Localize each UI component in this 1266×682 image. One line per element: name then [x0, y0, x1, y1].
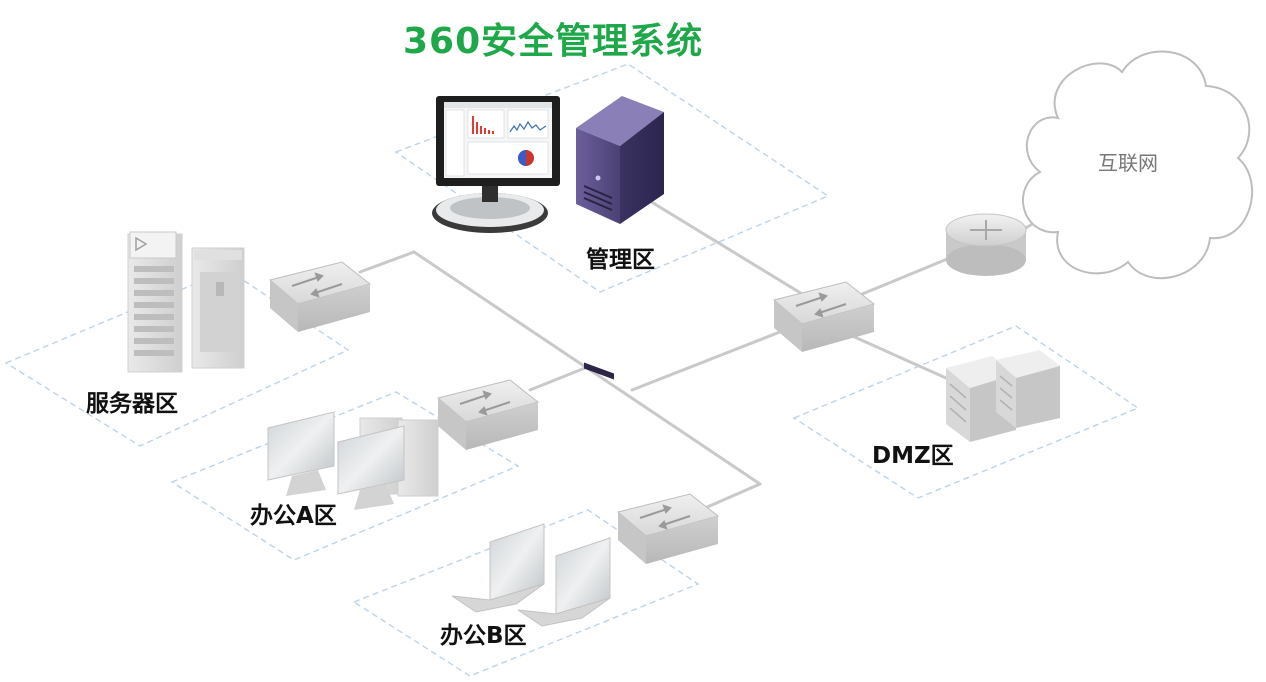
link-switch-b-trunk	[528, 364, 592, 392]
switch-office-b	[616, 493, 720, 564]
management-zone-outline	[394, 63, 830, 293]
office-b-zone-outline	[352, 509, 700, 677]
rack-server-icon	[127, 231, 183, 373]
tower-server-icon	[191, 247, 245, 369]
switch-office-a	[436, 379, 540, 450]
office-b-zone-label: 办公B区	[440, 623, 527, 649]
office-b-laptop-2-icon	[517, 537, 611, 627]
management-monitor-icon	[432, 96, 560, 233]
link-switch-c-trunk	[703, 482, 762, 510]
page-title: 360安全管理系统	[403, 21, 704, 62]
link-core-router	[853, 255, 954, 299]
dmz-zone-outline	[792, 325, 1140, 499]
link-switch-a-top	[358, 250, 416, 274]
router-icon	[945, 213, 1027, 276]
link-core-trunk	[630, 326, 792, 392]
office-b-laptop-1-icon	[451, 523, 545, 613]
management-server-icon	[576, 96, 664, 380]
link-mgmt-core	[638, 193, 814, 302]
switch-core	[772, 281, 876, 352]
office-a-zone-label: 办公A区	[250, 503, 337, 529]
internet-label: 互联网	[1098, 151, 1158, 175]
dmz-zone-label: DMZ区	[872, 443, 954, 469]
switch-server	[268, 261, 372, 332]
server-zone-label: 服务器区	[86, 391, 178, 417]
link-core-dmz	[848, 333, 957, 384]
dmz-server-2-icon	[996, 350, 1060, 428]
management-zone-label: 管理区	[586, 247, 655, 273]
office-a-desktop-2-icon	[337, 419, 439, 510]
internet-cloud-icon	[1022, 50, 1254, 279]
